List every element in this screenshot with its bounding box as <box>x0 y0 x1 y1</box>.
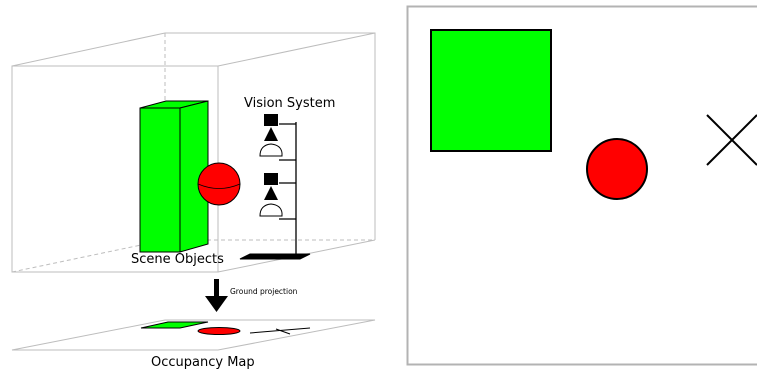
occupancy-map-panel <box>408 7 757 365</box>
camera-icon <box>260 173 282 216</box>
occupancy-map-plane <box>12 320 375 350</box>
scene-objects-label: Scene Objects <box>131 252 224 267</box>
vision-system-label: Vision System <box>244 96 335 111</box>
ground-projection-label: Ground projection <box>230 287 298 296</box>
green-box-object <box>140 101 208 252</box>
green-box-footprint <box>431 30 551 151</box>
red-sphere-footprint <box>587 139 647 199</box>
red-sphere-object <box>198 163 240 205</box>
camera-icon <box>260 114 282 156</box>
vision-system-rig <box>240 122 310 259</box>
occupancy-map-label: Occupancy Map <box>151 355 255 369</box>
projection-arrow <box>205 279 228 312</box>
